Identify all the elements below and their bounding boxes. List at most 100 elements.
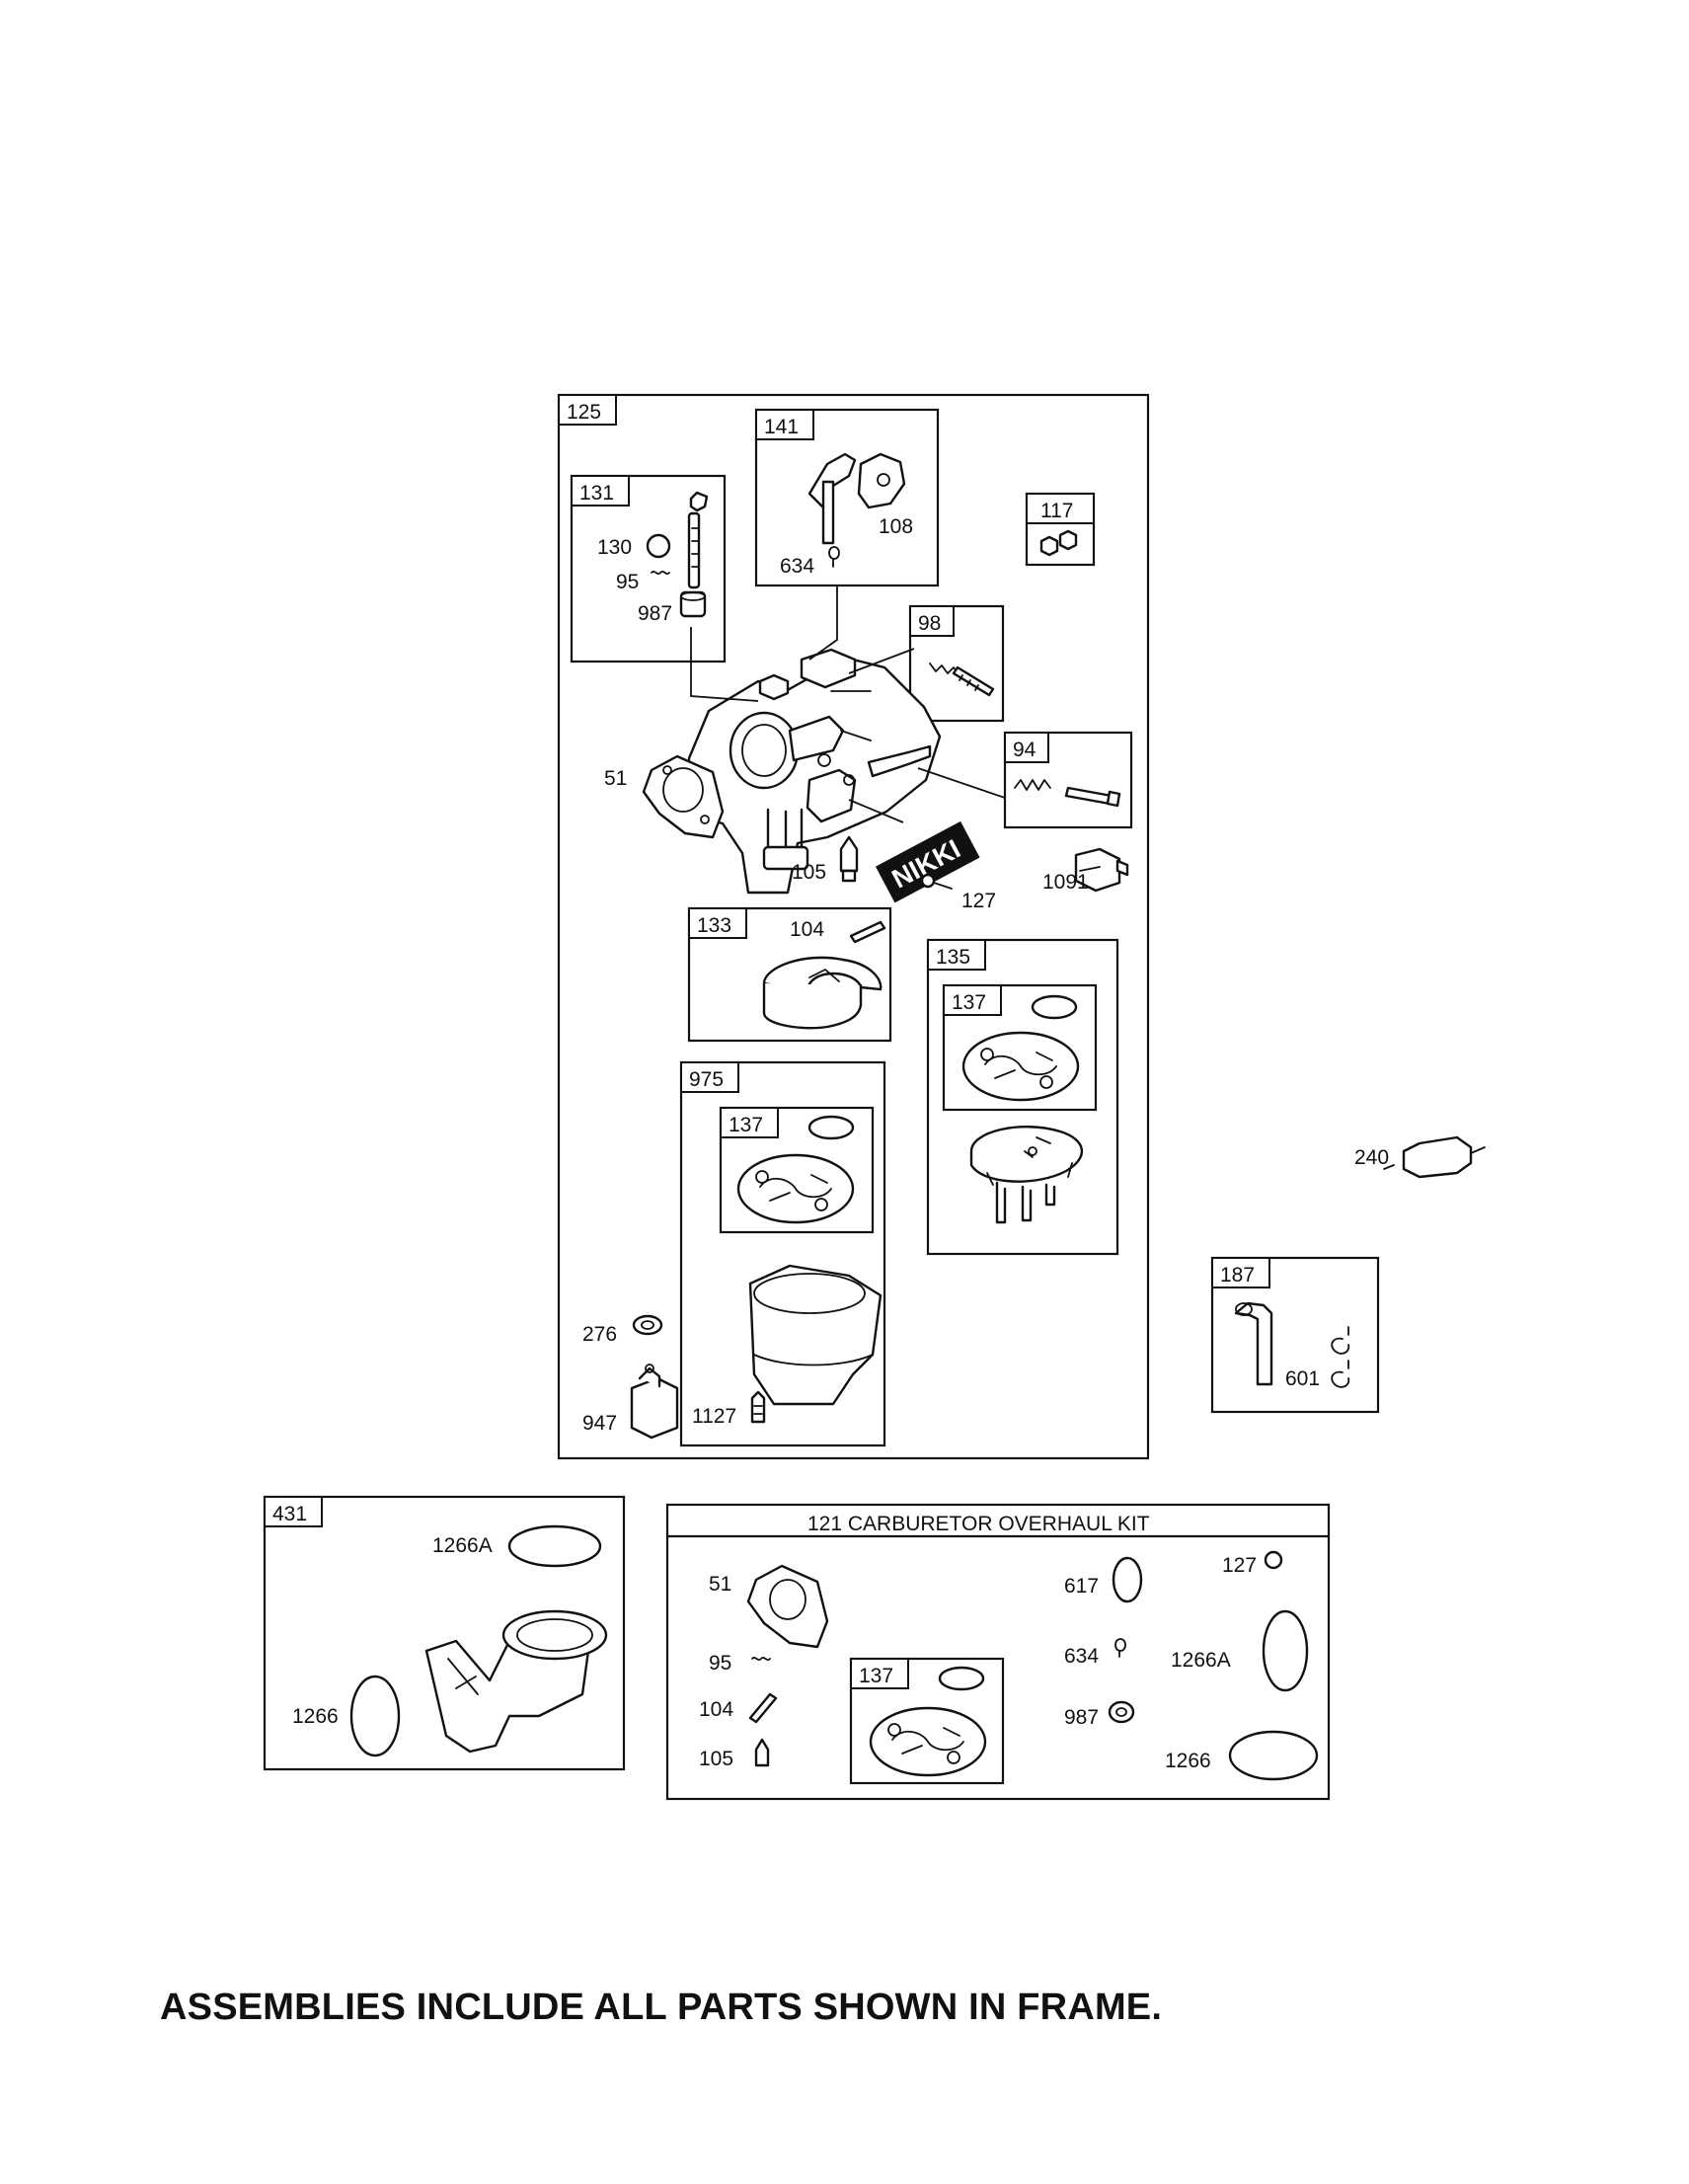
frame-975-bowl-kit: 975 137 1127 (679, 1060, 886, 1447)
pilot-screw-icon (952, 665, 995, 697)
frame-125-carburetor: 125 (557, 393, 1150, 1460)
needle-valve-icon (689, 491, 709, 512)
callout-105: 105 (792, 861, 826, 884)
frame-tag-137-b: 137 (729, 1114, 763, 1136)
fuel-filter-240-icon: 240 (1354, 1135, 1486, 1179)
callout-1091: 1091 (1042, 871, 1089, 894)
callout-1266: 1266 (292, 1705, 339, 1728)
frame-tag-133: 133 (697, 914, 731, 937)
kit-gasket-51-icon (746, 1564, 829, 1649)
frame-133-float-kit: 133 104 (687, 906, 892, 1043)
washer-276-icon: 276 (582, 1314, 663, 1346)
o-ring-1266-icon (349, 1675, 401, 1757)
callout-240: 240 (1354, 1146, 1389, 1169)
washer-130-icon (646, 533, 671, 559)
hose-clamp-icon (1331, 1326, 1350, 1355)
kit-o-ring-1266-icon (1228, 1730, 1319, 1781)
solenoid-1091-icon: 1091 (1042, 847, 1129, 894)
frame-tag-975: 975 (689, 1068, 724, 1091)
kit-o-ring-icon (938, 1666, 985, 1691)
frame-131-needle-assembly: 131 130 95 987 (570, 474, 727, 663)
frame-tag-137-a: 137 (952, 991, 986, 1014)
kit-callout-95: 95 (709, 1652, 731, 1675)
frame-tag-187: 187 (1220, 1264, 1255, 1287)
callout-1266A: 1266A (432, 1534, 493, 1557)
kit-callout-1266: 1266 (1165, 1750, 1211, 1772)
frame-135-bowl-kit: 135 137 (926, 938, 1119, 1256)
screw-634-icon (828, 546, 840, 568)
nut-icon-2 (1058, 529, 1078, 551)
callout-1127: 1127 (692, 1405, 736, 1428)
frame-tag-98: 98 (918, 612, 941, 635)
callout-276: 276 (582, 1323, 617, 1346)
kit-title: 121 CARBURETOR OVERHAUL KIT (807, 1513, 1150, 1535)
o-ring-1266A-icon (507, 1524, 602, 1568)
idle-screw-icon (1064, 786, 1113, 806)
callout-127: 127 (961, 890, 996, 912)
kit-callout-617: 617 (1064, 1575, 1099, 1598)
frame-141-choke-shaft: 141 108 634 (754, 408, 940, 587)
spacer-987-icon (679, 590, 707, 618)
hose-clamp-icon-2 (1331, 1360, 1350, 1388)
gasket-51-icon: 51 (604, 754, 725, 839)
callout-108: 108 (879, 515, 913, 538)
callout-104: 104 (790, 918, 824, 941)
kit-callout-987: 987 (1064, 1706, 1099, 1729)
kit-pin-104-icon (748, 1692, 778, 1724)
callout-95: 95 (616, 571, 639, 593)
kit-screw-634-icon (1114, 1638, 1126, 1658)
frame-117-screw-kit: 117 (1025, 492, 1096, 567)
callout-130: 130 (597, 536, 632, 559)
callout-634: 634 (780, 555, 814, 578)
footer-note: ASSEMBLIES INCLUDE ALL PARTS SHOWN IN FR… (160, 1987, 1163, 2028)
main-jet-105-icon: 105 (792, 835, 859, 884)
bowl-screw-1127-icon (750, 1390, 766, 1424)
bowl-plate-icon (969, 1126, 1084, 1183)
frame-431-intake-manifold: 431 1266A 1266 (263, 1495, 626, 1771)
float-bowl-icon (748, 1264, 883, 1406)
carburetor-body-icon (687, 648, 942, 895)
kit-callout-104: 104 (699, 1698, 733, 1721)
choke-plate-108-icon (857, 452, 906, 509)
frame-tag-141: 141 (764, 416, 799, 438)
kit-callout-105: 105 (699, 1748, 733, 1770)
spring-95-icon (651, 570, 670, 576)
frame-187-breather-tube: 187 601 (1210, 1256, 1380, 1414)
o-ring-icon (1031, 994, 1078, 1020)
callout-987: 987 (638, 602, 672, 625)
frame-tag-125: 125 (567, 401, 601, 424)
frame-tag-117: 117 (1040, 500, 1073, 522)
frame-tag-94: 94 (1013, 739, 1036, 761)
frame-tag-431: 431 (272, 1503, 307, 1525)
frame-94-idle-screw: 94 (1003, 731, 1133, 829)
kit-callout-127: 127 (1222, 1554, 1257, 1577)
nut-icon (1039, 535, 1059, 557)
spring-icon (929, 663, 960, 676)
kit-frame-tag-137: 137 (859, 1665, 893, 1687)
kit-o-ring-1266A-icon (1262, 1609, 1309, 1692)
o-ring-icon-b (807, 1115, 855, 1140)
callout-601: 601 (1285, 1367, 1320, 1390)
clip-127-icon: 127 (920, 873, 996, 912)
kit-clip-127-icon (1264, 1550, 1283, 1570)
frame-tag-131: 131 (579, 482, 614, 505)
frame-tag-135: 135 (936, 946, 970, 969)
kit-spacer-987-icon (1108, 1700, 1135, 1724)
solenoid-947-icon: 947 (582, 1364, 679, 1440)
hose-icon (1234, 1301, 1273, 1386)
kit-o-ring-617-icon (1112, 1556, 1143, 1603)
float-pin-104-icon (849, 920, 886, 944)
kit-callout-634: 634 (1064, 1645, 1099, 1668)
callout-947: 947 (582, 1412, 617, 1435)
frame-98-pilot-screw: 98 (908, 604, 1005, 723)
kit-spring-95-icon (751, 1656, 771, 1662)
frame-121-carburetor-overhaul-kit: 121 CARBURETOR OVERHAUL KIT 51 95 104 10… (665, 1503, 1331, 1801)
kit-callout-1266A: 1266A (1171, 1649, 1231, 1672)
manifold-icon (424, 1629, 590, 1754)
kit-callout-51: 51 (709, 1573, 731, 1596)
callout-51: 51 (604, 767, 627, 790)
kit-jet-105-icon (754, 1738, 770, 1767)
spring-icon-94 (1014, 779, 1051, 791)
float-icon (762, 956, 883, 993)
